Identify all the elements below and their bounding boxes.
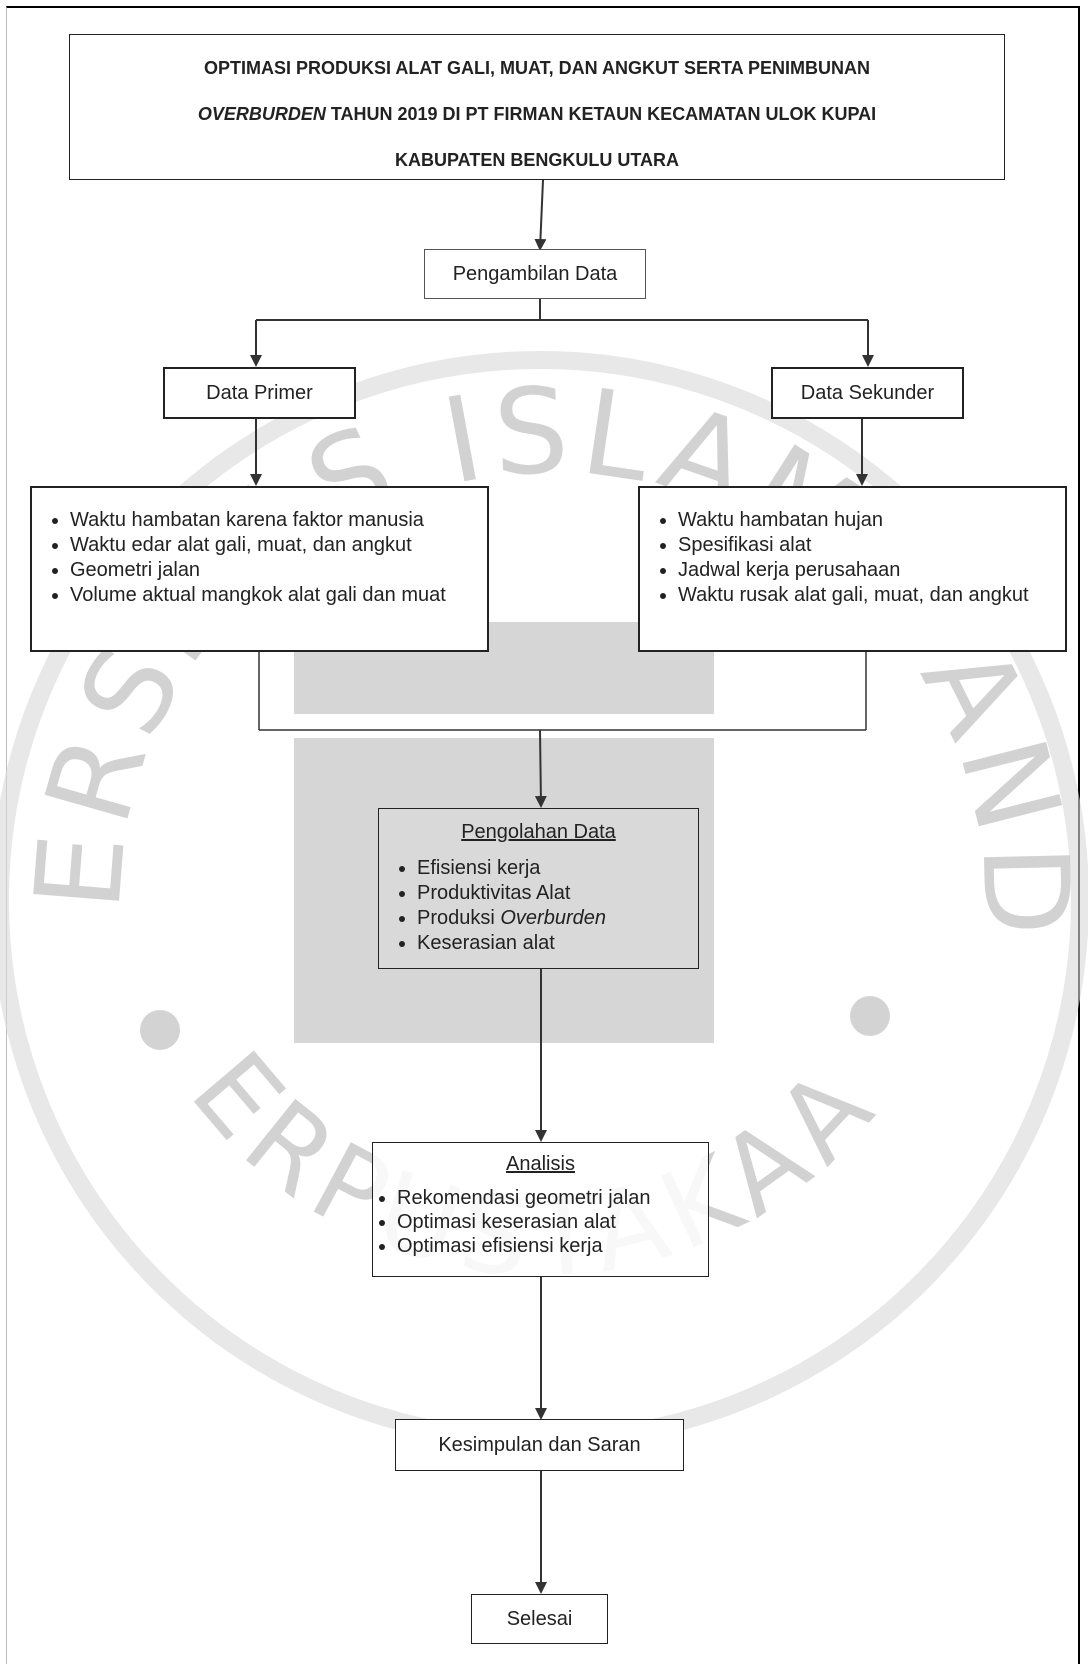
node-pengolahan-data: Pengolahan Data Efisiensi kerja Produkti…	[378, 808, 699, 969]
node-kesimpulan-label: Kesimpulan dan Saran	[438, 1433, 641, 1456]
title-italic-term: OVERBURDEN	[197, 104, 326, 124]
node-kesimpulan-saran: Kesimpulan dan Saran	[395, 1419, 684, 1471]
analisis-heading: Analisis	[506, 1153, 575, 1175]
node-selesai-label: Selesai	[506, 1607, 573, 1630]
list-item: Spesifikasi alat	[678, 533, 1047, 558]
list-item: Jadwal kerja perusahaan	[678, 558, 1047, 583]
analisis-list: Rekomendasi geometri jalan Optimasi kese…	[373, 1186, 708, 1258]
list-item: Keserasian alat	[417, 931, 698, 956]
list-item: Waktu edar alat gali, muat, dan angkut	[70, 533, 469, 558]
pengolahan-item-3-italic: Overburden	[500, 907, 606, 929]
pengolahan-list: Efisiensi kerja Produktivitas Alat Produ…	[379, 856, 698, 956]
node-pengambilan-data: Pengambilan Data	[424, 249, 646, 299]
node-data-primer-label: Data Primer	[206, 381, 313, 404]
node-selesai: Selesai	[471, 1594, 608, 1644]
title-box: OPTIMASI PRODUKSI ALAT GALI, MUAT, DAN A…	[69, 34, 1005, 180]
pengolahan-item-3-text: Produksi	[417, 907, 501, 929]
list-item: Produktivitas Alat	[417, 881, 698, 906]
list-item: Rekomendasi geometri jalan	[397, 1186, 708, 1210]
primer-list: Waktu hambatan karena faktor manusia Wak…	[32, 508, 469, 608]
sekunder-list: Waktu hambatan hujan Spesifikasi alat Ja…	[640, 508, 1047, 608]
list-item: Waktu hambatan karena faktor manusia	[70, 508, 469, 533]
list-item: Produksi Overburden	[417, 906, 698, 931]
sekunder-list-box: Waktu hambatan hujan Spesifikasi alat Ja…	[638, 486, 1067, 652]
title-line-2-rest: TAHUN 2019 DI PT FIRMAN KETAUN KECAMATAN…	[325, 104, 877, 124]
list-item: Optimasi keserasian alat	[397, 1210, 708, 1234]
title-line-3: KABUPATEN BENGKULU UTARA	[395, 150, 679, 170]
primer-list-box: Waktu hambatan karena faktor manusia Wak…	[30, 486, 489, 652]
node-analisis: Analisis Rekomendasi geometri jalan Opti…	[372, 1142, 709, 1277]
node-data-primer: Data Primer	[163, 367, 356, 419]
node-data-sekunder-label: Data Sekunder	[800, 381, 935, 404]
list-item: Geometri jalan	[70, 558, 469, 583]
title-line-1: OPTIMASI PRODUKSI ALAT GALI, MUAT, DAN A…	[204, 58, 870, 78]
list-item: Waktu hambatan hujan	[678, 508, 1047, 533]
list-item: Optimasi efisiensi kerja	[397, 1234, 708, 1258]
title-line-2: OVERBURDEN TAHUN 2019 DI PT FIRMAN KETAU…	[70, 91, 1004, 137]
list-item: Waktu rusak alat gali, muat, dan angkut	[678, 583, 1047, 608]
node-pengambilan-label: Pengambilan Data	[452, 262, 618, 285]
node-data-sekunder: Data Sekunder	[771, 367, 964, 419]
list-item: Volume aktual mangkok alat gali dan muat	[70, 583, 469, 608]
list-item: Efisiensi kerja	[417, 856, 698, 881]
pengolahan-heading: Pengolahan Data	[461, 821, 616, 843]
